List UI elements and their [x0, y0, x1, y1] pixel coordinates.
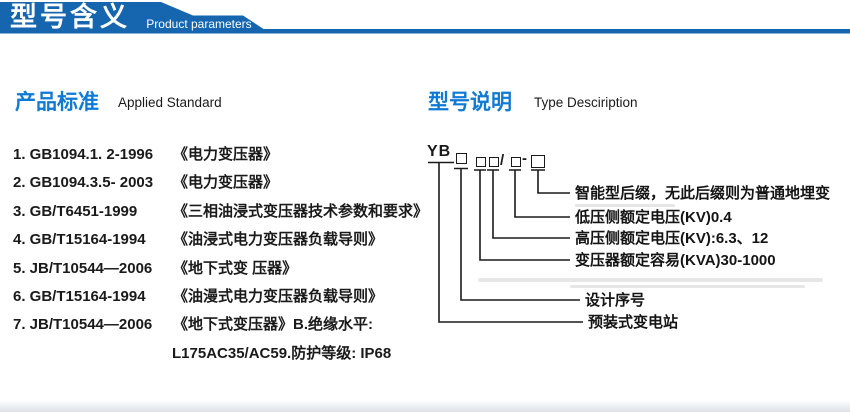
model-code-box-5 — [531, 155, 545, 168]
model-code-box-4 — [511, 157, 521, 167]
standards-heading-zh: 产品标准 — [15, 91, 99, 114]
diagram-label-capacity: 变压器额定容易(KVA)30-1000 — [575, 251, 776, 269]
page-subtitle: Product parameters — [146, 17, 252, 31]
standard-code: 1. GB1094.1. 2-1996 — [13, 146, 154, 163]
standard-item: 2. GB1094.3.5- 2003 《电力变压器》 — [13, 169, 443, 197]
diagram-label-hv-voltage: 高压侧额定电压(KV):6.3、12 — [575, 229, 769, 247]
standard-code: 5. JB/T10544—2006 — [13, 259, 153, 277]
model-code-box-2 — [476, 157, 486, 167]
diagram-label-lv-voltage: 低压侧额定电压(KV)0.4 — [575, 208, 732, 226]
model-separator-slash: / — [500, 152, 505, 169]
standard-item: 5. JB/T10544—2006 《地下式变 压器》 — [13, 255, 443, 283]
diagram-label-prefab-substation: 预装式变电站 — [588, 313, 679, 331]
standard-code: 4. GB/T15164-1994 — [13, 231, 146, 249]
standard-title: 《电力变压器》 — [173, 174, 279, 192]
watermark-artifact — [575, 204, 675, 207]
type-heading-zh: 型号说明 — [428, 91, 512, 114]
standard-continuation: L175AC35/AC59.防护等级: IP68 — [172, 344, 392, 362]
standard-title: 《地下式变压器》B.绝缘水平: — [173, 316, 373, 334]
standard-item: 4. GB/T15164-1994 《油浸式电力变压器负载导则》 — [13, 226, 443, 254]
diagram-connector-lines — [428, 161, 583, 323]
standard-code: 7. JB/T10544—2006 — [13, 316, 153, 334]
standard-item: 1. GB1094.1. 2-1996 《电力变压器》 — [13, 141, 443, 169]
model-code-box-3 — [489, 157, 499, 167]
watermark-artifact — [478, 278, 823, 282]
diagram-label-design-serial: 设计序号 — [585, 291, 646, 309]
standard-title: 《三相油浸式变压器技术参数和要求》 — [173, 202, 429, 220]
model-code-box-1 — [456, 153, 467, 164]
header-banner-shape — [0, 2, 850, 34]
standard-title: 《油漫式电力变压器负载导则》 — [173, 287, 384, 305]
standard-item: 7. JB/T10544—2006 《地下式变压器》B.绝缘水平: — [13, 311, 443, 339]
diagram-label-smart-suffix: 智能型后缀，无此后缀则为普通地埋变 — [575, 185, 831, 202]
standard-code: 2. GB1094.3.5- 2003 — [13, 174, 154, 192]
standards-heading-en: Applied Standard — [118, 95, 222, 110]
type-heading-en: Type Desciription — [534, 95, 638, 110]
standard-title: 《地下式变 压器》 — [173, 259, 298, 277]
model-type-diagram: YB / - 智能型后缀，无此后缀则为普通地埋变 低压侧额定电压(KV)0.4 … — [420, 140, 850, 352]
bottom-fade — [0, 400, 850, 412]
standard-title: 《油浸式电力变压器负载导则》 — [173, 231, 384, 249]
standards-list: 1. GB1094.1. 2-1996 《电力变压器》 2. GB1094.3.5… — [13, 141, 443, 368]
page-title: 型号含义 — [10, 2, 130, 32]
watermark-artifact — [570, 285, 805, 288]
standard-item: 3. GB/T6451-1999 《三相油浸式变压器技术参数和要求》 — [13, 198, 443, 226]
standard-code: 3. GB/T6451-1999 — [13, 202, 138, 220]
model-separator-dash: - — [522, 150, 527, 167]
model-prefix: YB — [427, 143, 452, 160]
standard-item: 6. GB/T15164-1994 《油漫式电力变压器负载导则》 — [13, 283, 443, 311]
standard-code: 6. GB/T15164-1994 — [13, 287, 146, 305]
standard-title: 《电力变压器》 — [173, 146, 279, 163]
